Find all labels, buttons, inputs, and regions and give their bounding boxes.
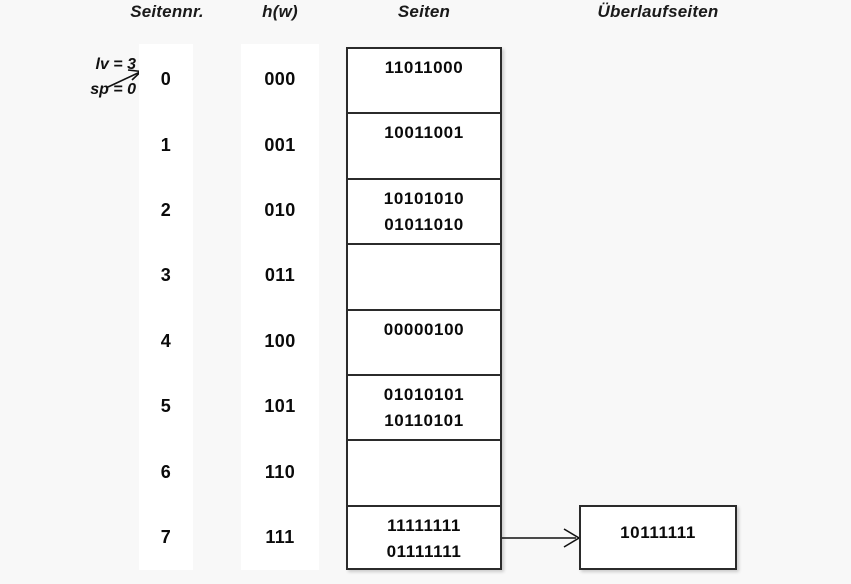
hw-cell: 011 [264, 265, 296, 286]
hw-cell: 010 [264, 199, 296, 220]
page-bucket-row: 01010101 10110101 [348, 376, 500, 442]
pages-table: 11011000 10011001 10101010 01011010 0000… [346, 47, 502, 570]
page-bucket-row [348, 245, 500, 311]
page-entry: 10011001 [384, 123, 464, 143]
column-header-seiten: Seiten [397, 2, 451, 21]
hw-cell: 100 [264, 330, 296, 351]
page-bucket-row: 11011000 [348, 49, 500, 115]
hw-column-strip [241, 44, 319, 570]
seitennr-cell: 4 [160, 330, 172, 351]
overflow-link-arrow-icon [502, 528, 581, 548]
page-bucket-row [348, 441, 500, 507]
seitennr-cell: 3 [160, 265, 172, 286]
column-header-seitennr: Seitennr. [130, 2, 204, 21]
page-bucket-row: 10101010 01011010 [348, 180, 500, 246]
hw-cell: 001 [264, 134, 296, 155]
seitennr-cell: 6 [160, 461, 172, 482]
page-bucket-row: 00000100 [348, 311, 500, 376]
seitennr-cell: 2 [160, 199, 172, 220]
seitennr-column: 0 1 2 3 4 5 6 7 [126, 47, 206, 570]
page-entry: 10110101 [384, 410, 464, 430]
hw-cell: 101 [264, 396, 296, 417]
overflow-page-entry: 10111111 [620, 522, 696, 542]
page-entry: 11111111 [387, 515, 461, 535]
page-entry: 10101010 [383, 188, 465, 208]
page-entry: 11011000 [384, 58, 464, 77]
page-entry: 01111111 [386, 541, 462, 561]
page-entry: 00000100 [383, 319, 465, 339]
page-bucket-row: 11111111 01111111 [348, 507, 500, 572]
overflow-page-box: 10111111 [579, 505, 737, 570]
hw-column: 000 001 010 011 100 101 110 111 [240, 47, 320, 570]
seitennr-cell: 0 [160, 69, 172, 90]
level-value: lv = 3 [95, 56, 136, 73]
column-header-ueberlaufseiten: Überlaufseiten [597, 2, 719, 21]
column-header-hw: h(w) [262, 2, 298, 21]
hw-cell: 111 [265, 526, 295, 547]
seitennr-cell: 5 [160, 396, 172, 417]
split-pointer-value: sp = 0 [90, 81, 136, 98]
hw-cell: 110 [264, 461, 296, 482]
level-split-annotation: lv = 3 sp = 0 [40, 52, 136, 102]
page-entry: 01010101 [383, 384, 465, 404]
page-bucket-row: 10011001 [348, 114, 500, 180]
seitennr-column-strip [139, 44, 193, 570]
seitennr-cell: 7 [160, 526, 172, 547]
page-entry: 01011010 [384, 214, 464, 234]
seitennr-cell: 1 [160, 134, 172, 155]
hw-cell: 000 [264, 69, 296, 90]
